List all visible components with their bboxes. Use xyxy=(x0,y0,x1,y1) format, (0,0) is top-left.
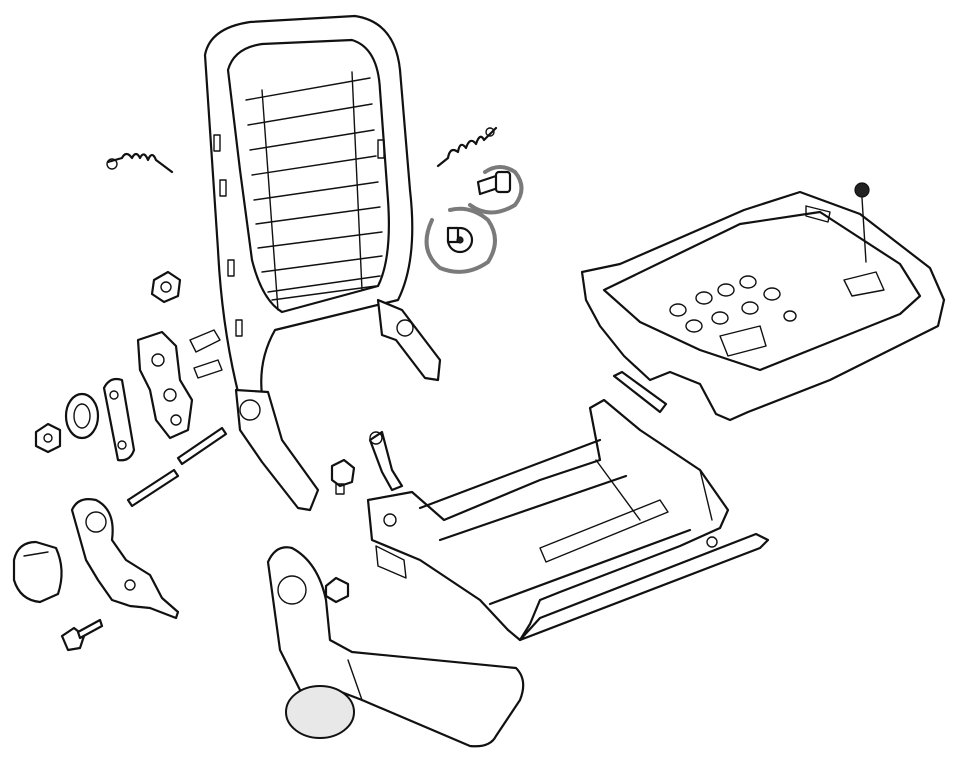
nut-upper xyxy=(150,270,182,304)
highlighted-bushing xyxy=(424,206,497,274)
nut-center xyxy=(330,458,356,495)
pivot-rod-upper xyxy=(176,426,228,466)
mounting-bolt xyxy=(60,618,104,652)
side-trim-cover xyxy=(266,546,525,748)
recliner-plate xyxy=(102,377,136,462)
bolt-lower-center xyxy=(324,576,350,604)
seat-back-frame xyxy=(203,14,442,512)
recliner-mechanism xyxy=(136,329,223,440)
adjuster-lever xyxy=(612,370,668,414)
pivot-rod-lower xyxy=(126,468,180,508)
seat-cushion-pan xyxy=(580,190,946,422)
tension-spring-right xyxy=(436,126,498,168)
bolt-center xyxy=(368,430,404,492)
seat-base-frame xyxy=(366,398,770,642)
highlighted-screw xyxy=(468,165,524,215)
side-bracket-lower xyxy=(70,498,180,620)
nut-upper-right xyxy=(854,182,870,263)
nut-lower xyxy=(34,422,62,454)
tension-spring-left xyxy=(106,152,174,174)
recliner-handle-knob xyxy=(64,392,100,440)
recliner-cover-cap xyxy=(12,540,63,604)
